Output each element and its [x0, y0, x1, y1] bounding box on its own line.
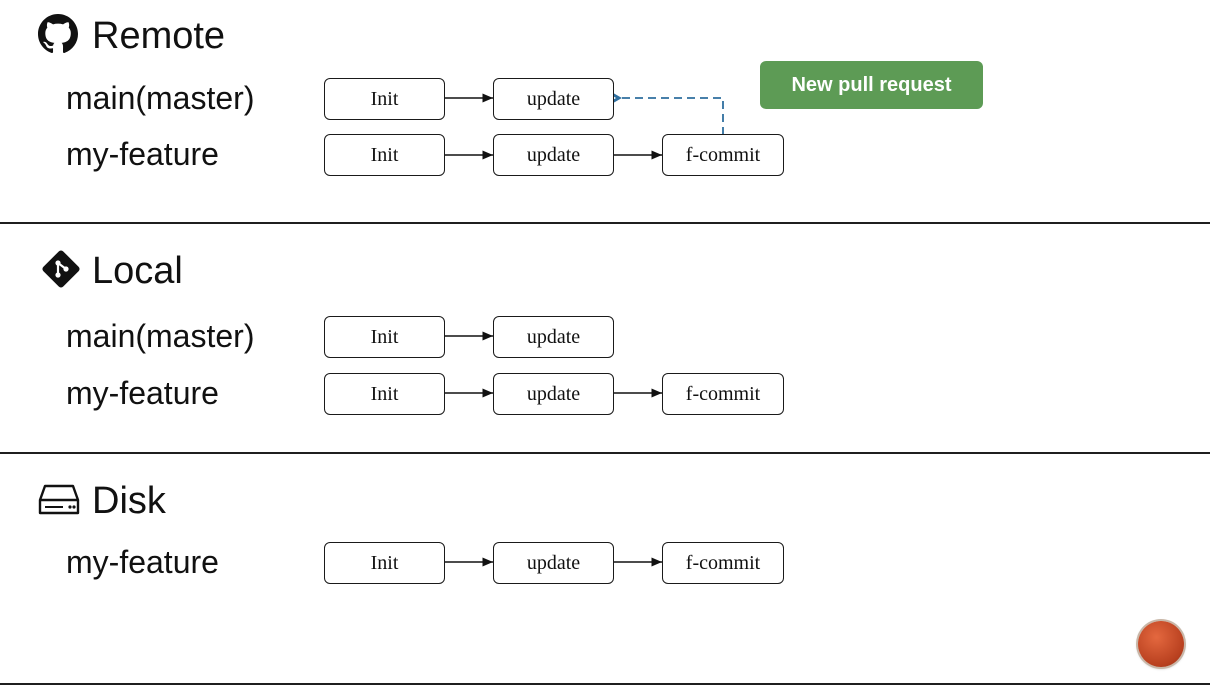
hard-drive-icon: [38, 484, 80, 515]
section-title-disk: Disk: [92, 480, 166, 522]
logo-badge-icon: [1138, 621, 1184, 667]
branch-label-local-main: main(master): [66, 318, 255, 354]
section-divider: [0, 222, 1210, 224]
commit-node: f-commit: [662, 134, 784, 176]
commit-node: f-commit: [662, 373, 784, 415]
commit-node: update: [493, 78, 614, 120]
github-icon: [38, 14, 78, 54]
commit-node: Init: [324, 78, 445, 120]
section-title-remote: Remote: [92, 15, 226, 57]
branch-label-disk-feature: my-feature: [66, 544, 219, 580]
commit-node: update: [493, 316, 614, 358]
section-divider: [0, 683, 1210, 685]
commit-node: Init: [324, 316, 445, 358]
commit-node: Init: [324, 542, 445, 584]
branch-label-local-feature: my-feature: [66, 375, 219, 411]
commit-node: update: [493, 542, 614, 584]
git-icon: [42, 250, 80, 288]
commit-node: Init: [324, 373, 445, 415]
commit-node: f-commit: [662, 542, 784, 584]
branch-label-remote-feature: my-feature: [66, 136, 219, 172]
new-pull-request-button[interactable]: New pull request: [760, 61, 983, 109]
section-title-local: Local: [92, 250, 183, 292]
pull-request-link: [605, 89, 724, 135]
branch-label-remote-main: main(master): [66, 80, 255, 116]
section-divider: [0, 452, 1210, 454]
commit-node: Init: [324, 134, 445, 176]
commit-node: update: [493, 134, 614, 176]
commit-node: update: [493, 373, 614, 415]
